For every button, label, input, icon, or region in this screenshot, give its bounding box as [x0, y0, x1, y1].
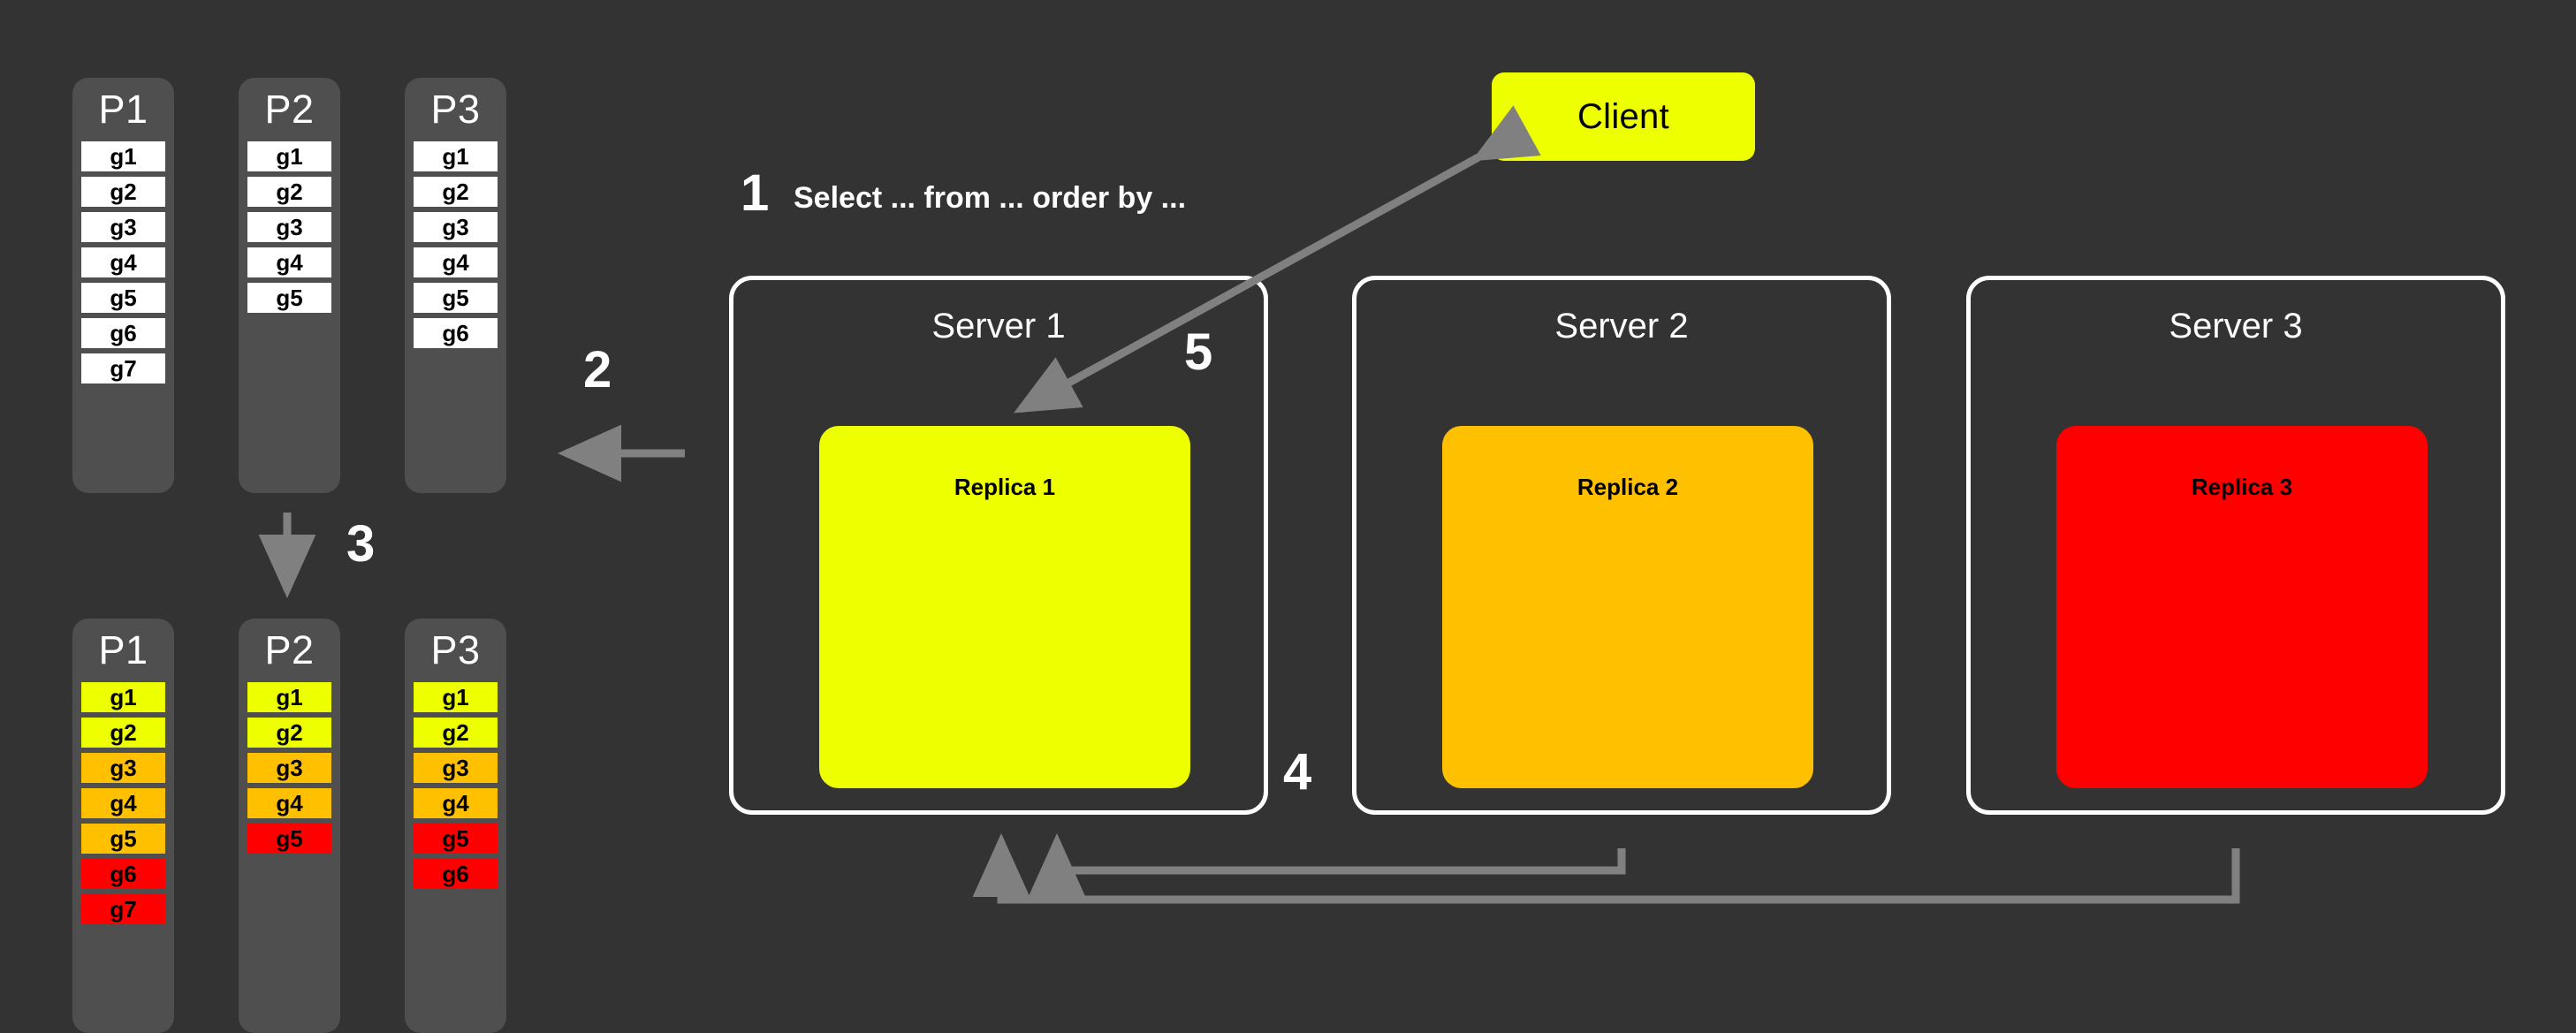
step-number-4: 4	[1283, 743, 1312, 801]
partition-cell: g5	[414, 824, 498, 854]
partition-cell: g2	[414, 177, 498, 207]
partition-cell: g3	[81, 753, 165, 783]
replica-box-2[interactable]: Replica 2	[1442, 426, 1813, 788]
partition-cell: g2	[81, 718, 165, 748]
partition-cell: g4	[247, 247, 331, 277]
partition-cell: g3	[414, 212, 498, 242]
arrow-step-4-server3	[972, 833, 2240, 904]
client-box[interactable]: Client	[1492, 72, 1755, 161]
partition-cell: g3	[414, 753, 498, 783]
partition-cell: g1	[81, 682, 165, 712]
replica-box-3[interactable]: Replica 3	[2056, 426, 2428, 788]
partition-cell: g1	[81, 141, 165, 171]
partition-cells: g1 g2 g3 g4 g5 g6	[414, 141, 498, 353]
partition-cell: g4	[247, 788, 331, 818]
partition-cell: g2	[414, 718, 498, 748]
step-number-1: 1	[741, 164, 770, 222]
partition-title: P2	[264, 87, 315, 132]
partition-title: P2	[264, 627, 315, 672]
partition-title: P3	[430, 627, 481, 672]
partition-cells: g1 g2 g3 g4 g5 g6 g7	[81, 682, 165, 930]
partition-cell: g6	[81, 318, 165, 348]
partition-cell: g3	[247, 753, 331, 783]
partition-cell: g3	[81, 212, 165, 242]
replica-box-1[interactable]: Replica 1	[819, 426, 1190, 788]
partition-cell: g5	[247, 824, 331, 854]
partition-column-p3-top: P3 g1 g2 g3 g4 g5 g6	[405, 78, 506, 493]
replica-label: Replica 2	[1577, 474, 1679, 500]
partition-cell: g4	[81, 247, 165, 277]
partition-title: P1	[98, 87, 148, 132]
client-label: Client	[1577, 96, 1670, 136]
server-box-2[interactable]: Server 2 Replica 2	[1352, 276, 1891, 815]
partition-cell: g7	[81, 353, 165, 384]
partition-cells: g1 g2 g3 g4 g5 g6 g7	[81, 141, 165, 389]
partition-cell: g5	[81, 283, 165, 313]
partition-column-p1-bottom: P1 g1 g2 g3 g4 g5 g6 g7	[72, 619, 174, 1033]
partition-cell: g6	[414, 318, 498, 348]
server-title: Server 2	[1554, 307, 1689, 346]
partition-cell: g5	[414, 283, 498, 313]
partition-cell: g4	[81, 788, 165, 818]
server-title: Server 3	[2169, 307, 2303, 346]
partition-title: P1	[98, 627, 148, 672]
partition-cell: g7	[81, 894, 165, 924]
server-title: Server 1	[931, 307, 1066, 346]
partition-cells: g1 g2 g3 g4 g5	[247, 141, 331, 318]
partition-cell: g3	[247, 212, 331, 242]
partition-cell: g4	[414, 788, 498, 818]
partition-cell: g2	[81, 177, 165, 207]
query-label: Select ... from ... order by ...	[794, 181, 1187, 215]
partition-cells: g1 g2 g3 g4 g5 g6	[414, 682, 498, 894]
partition-cell: g5	[81, 824, 165, 854]
server-box-3[interactable]: Server 3 Replica 3	[1966, 276, 2505, 815]
partition-cell: g1	[247, 141, 331, 171]
replica-label: Replica 3	[2191, 474, 2293, 500]
partition-cell: g5	[247, 283, 331, 313]
partition-cell: g6	[81, 859, 165, 889]
step-number-2: 2	[583, 341, 612, 399]
partition-cell: g1	[247, 682, 331, 712]
partition-column-p2-bottom: P2 g1 g2 g3 g4 g5	[239, 619, 340, 1033]
step-number-3: 3	[346, 515, 376, 573]
server-box-1[interactable]: Server 1 Replica 1	[729, 276, 1268, 815]
partition-cell: g1	[414, 141, 498, 171]
partition-title: P3	[430, 87, 481, 132]
partition-cell: g6	[414, 859, 498, 889]
partition-cell: g1	[414, 682, 498, 712]
partition-column-p2-top: P2 g1 g2 g3 g4 g5	[239, 78, 340, 493]
partition-cells: g1 g2 g3 g4 g5	[247, 682, 331, 859]
partition-column-p3-bottom: P3 g1 g2 g3 g4 g5 g6	[405, 619, 506, 1033]
partition-cell: g2	[247, 177, 331, 207]
partition-cell: g2	[247, 718, 331, 748]
arrow-step-4-server2	[1028, 833, 1626, 897]
partition-column-p1-top: P1 g1 g2 g3 g4 g5 g6 g7	[72, 78, 174, 493]
partition-cell: g4	[414, 247, 498, 277]
replica-label: Replica 1	[954, 474, 1056, 500]
